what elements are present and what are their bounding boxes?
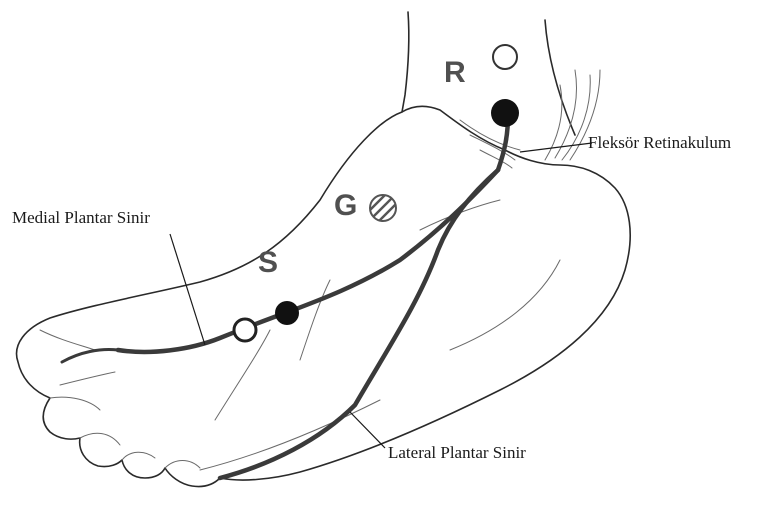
retinaculum-fibers-3 — [480, 150, 512, 168]
toe-line-4 — [165, 461, 200, 469]
point-s-filled — [275, 301, 299, 325]
medial-plantar-toe-branch — [62, 350, 118, 363]
leader-medial-plantar — [170, 234, 205, 345]
point-r-filled — [491, 99, 519, 127]
point-r-open — [493, 45, 517, 69]
toe-line-1 — [50, 397, 100, 410]
toe-inner-1 — [40, 330, 95, 350]
point-s-open — [234, 319, 256, 341]
leg-outline — [402, 12, 409, 112]
sole-contour-4 — [420, 200, 500, 230]
label-medial-plantar-nerve: Medial Plantar Sinir — [12, 208, 150, 227]
marker-g: G — [334, 189, 357, 222]
medial-plantar-nerve-path — [118, 170, 498, 352]
sole-contour-1 — [200, 400, 380, 470]
marker-r: R — [444, 56, 466, 89]
toe-line-3 — [122, 452, 155, 460]
heel-contour — [450, 260, 560, 350]
leader-lateral-plantar — [350, 412, 385, 448]
sole-contour-2 — [215, 330, 270, 420]
toe-line-2 — [80, 433, 120, 445]
point-g-hatched — [362, 187, 405, 230]
leg-back-outline — [545, 20, 575, 135]
leader-flexor-retinaculum — [520, 143, 592, 152]
toe-inner-2 — [60, 372, 115, 385]
sole-contour-3 — [300, 280, 330, 360]
label-flexor-retinaculum: Fleksör Retinakulum — [588, 133, 731, 152]
marker-s: S — [258, 246, 278, 279]
label-lateral-plantar-nerve: Lateral Plantar Sinir — [388, 443, 526, 462]
